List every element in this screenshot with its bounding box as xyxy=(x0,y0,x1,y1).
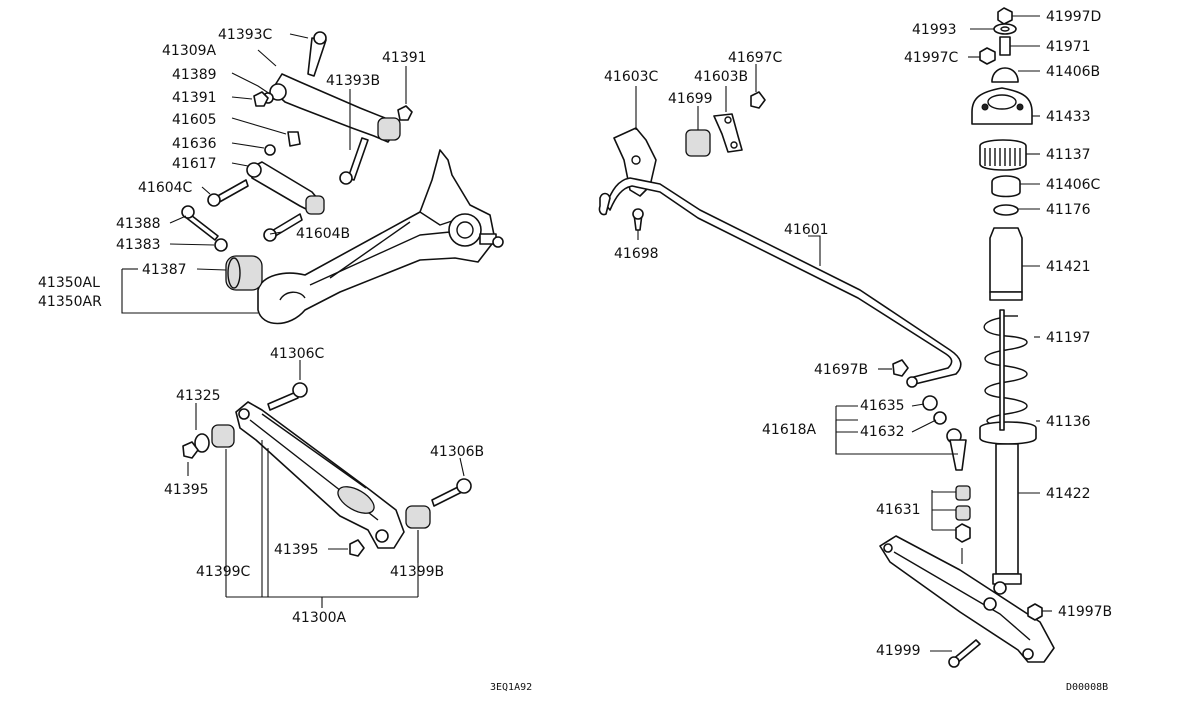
label-41618A: 41618A xyxy=(762,422,817,438)
label-41350AR: 41350AR xyxy=(38,294,102,310)
label-41993: 41993 xyxy=(912,22,957,38)
label-41137: 41137 xyxy=(1046,147,1091,163)
label-41422: 41422 xyxy=(1046,486,1091,502)
label-41604B: 41604B xyxy=(296,226,350,242)
label-41393B: 41393B xyxy=(326,73,380,89)
label-41395-right: 41395 xyxy=(274,542,319,558)
part-labels: 41393C 41309A 41389 41391 41391 41393B 4… xyxy=(38,9,1112,693)
label-41383: 41383 xyxy=(116,237,161,253)
label-41433: 41433 xyxy=(1046,109,1091,125)
label-41309A: 41309A xyxy=(162,43,217,59)
label-41697C: 41697C xyxy=(728,50,783,66)
label-41388: 41388 xyxy=(116,216,161,232)
label-41391-left: 41391 xyxy=(172,90,217,106)
label-41999: 41999 xyxy=(876,643,921,659)
label-41997C: 41997C xyxy=(904,50,959,66)
label-41306B: 41306B xyxy=(430,444,484,460)
trailing-arm-assembly xyxy=(121,31,504,325)
label-41997B: 41997B xyxy=(1058,604,1112,620)
label-41631: 41631 xyxy=(876,502,921,518)
label-41389: 41389 xyxy=(172,67,217,83)
label-41306C: 41306C xyxy=(270,346,325,362)
label-41387: 41387 xyxy=(142,262,187,278)
label-41406C: 41406C xyxy=(1046,177,1101,193)
label-41603C: 41603C xyxy=(604,69,659,85)
label-41997D: 41997D xyxy=(1046,9,1101,25)
label-41350AL: 41350AL xyxy=(38,275,100,291)
diagram-code-left: 3EQ1A92 xyxy=(490,682,532,693)
lower-arm-assembly xyxy=(182,360,472,608)
shock-absorber-assembly xyxy=(879,7,1055,668)
label-41406B: 41406B xyxy=(1046,64,1100,80)
label-41421: 41421 xyxy=(1046,259,1091,275)
label-41604C: 41604C xyxy=(138,180,193,196)
label-41393C: 41393C xyxy=(218,27,273,43)
label-41601: 41601 xyxy=(784,222,829,238)
label-41399C: 41399C xyxy=(196,564,251,580)
label-41698: 41698 xyxy=(614,246,659,262)
label-41617: 41617 xyxy=(172,156,217,172)
label-41197: 41197 xyxy=(1046,330,1091,346)
label-41399B: 41399B xyxy=(390,564,444,580)
label-41699: 41699 xyxy=(668,91,713,107)
label-41395-left: 41395 xyxy=(164,482,209,498)
label-41325: 41325 xyxy=(176,388,221,404)
label-41605: 41605 xyxy=(172,112,217,128)
label-41697B: 41697B xyxy=(814,362,868,378)
label-41300A: 41300A xyxy=(292,610,347,626)
label-41632: 41632 xyxy=(860,424,905,440)
label-41136: 41136 xyxy=(1046,414,1091,430)
stabilizer-bar-assembly xyxy=(598,64,971,564)
label-41636: 41636 xyxy=(172,136,217,152)
label-41176: 41176 xyxy=(1046,202,1091,218)
label-41603B: 41603B xyxy=(694,69,748,85)
diagram-code-right: D00008B xyxy=(1066,682,1108,693)
label-41971: 41971 xyxy=(1046,39,1091,55)
label-41635: 41635 xyxy=(860,398,905,414)
label-41391-right: 41391 xyxy=(382,50,427,66)
